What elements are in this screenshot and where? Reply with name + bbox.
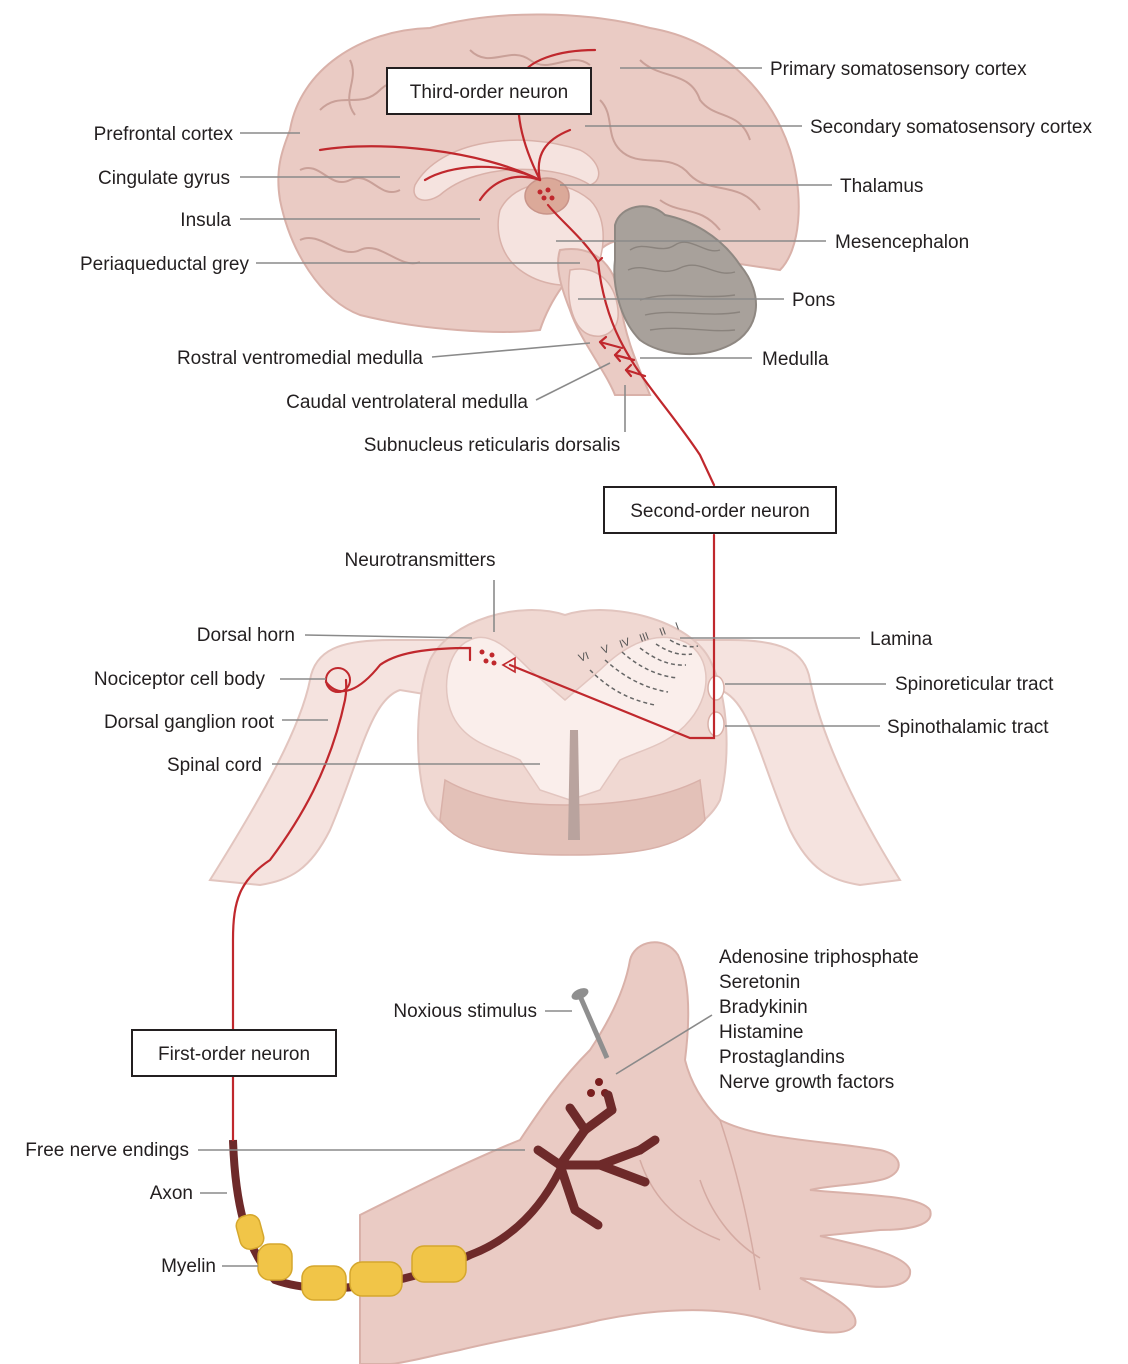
- second-order-neuron-label: Second-order neuron: [630, 501, 810, 522]
- label-prefrontal-cortex: Prefrontal cortex: [94, 124, 234, 145]
- label-pons: Pons: [792, 290, 835, 311]
- label-neurotransmitters: Neurotransmitters: [345, 550, 496, 571]
- nail: [570, 986, 607, 1058]
- mediator-item: Adenosine triphosphate: [719, 947, 919, 968]
- mediator-item: Prostaglandins: [719, 1047, 845, 1068]
- first-order-neuron-label: First-order neuron: [158, 1044, 310, 1065]
- spinoreticular-tract-oval: [708, 676, 724, 700]
- first-order-neuron-box: First-order neuron: [132, 1030, 336, 1076]
- label-mesencephalon: Mesencephalon: [835, 232, 969, 253]
- mediator-item: Bradykinin: [719, 997, 808, 1018]
- central-fissure: [568, 730, 580, 840]
- mediator-item: Seretonin: [719, 972, 800, 993]
- label-primary-somatosensory-cortex: Primary somatosensory cortex: [770, 59, 1027, 80]
- label-spinal-cord: Spinal cord: [167, 755, 262, 776]
- label-spinothalamic-tract: Spinothalamic tract: [887, 717, 1049, 738]
- label-dorsal-ganglion-root: Dorsal ganglion root: [104, 712, 275, 733]
- third-order-neuron-box: Third-order neuron: [387, 68, 591, 114]
- spinothalamic-tract-oval: [708, 712, 724, 736]
- label-spinoreticular-tract: Spinoreticular tract: [895, 674, 1054, 695]
- label-cingulate-gyrus: Cingulate gyrus: [98, 168, 230, 189]
- mediator-list: Adenosine triphosphate Seretonin Bradyki…: [719, 947, 919, 1093]
- label-noxious-stimulus: Noxious stimulus: [393, 1001, 537, 1022]
- spinal-cord-section: VI V IV III II I: [210, 610, 900, 885]
- label-axon: Axon: [150, 1183, 193, 1204]
- third-order-neuron-label: Third-order neuron: [410, 82, 568, 103]
- label-periaqueductal-grey: Periaqueductal grey: [80, 254, 249, 275]
- label-subnucleus-reticularis-dorsalis: Subnucleus reticularis dorsalis: [364, 435, 621, 456]
- label-lamina: Lamina: [870, 629, 933, 650]
- label-medulla: Medulla: [762, 349, 829, 370]
- label-myelin: Myelin: [161, 1256, 216, 1277]
- thalamus-shape: [525, 178, 569, 214]
- label-thalamus: Thalamus: [840, 176, 923, 197]
- label-caudal-ventrolateral-medulla: Caudal ventrolateral medulla: [286, 392, 528, 413]
- label-secondary-somatosensory-cortex: Secondary somatosensory cortex: [810, 117, 1092, 138]
- label-insula: Insula: [180, 210, 231, 231]
- label-nociceptor-cell-body: Nociceptor cell body: [94, 669, 266, 690]
- mediator-item: Histamine: [719, 1022, 803, 1043]
- label-free-nerve-endings: Free nerve endings: [25, 1140, 189, 1161]
- mediator-item: Nerve growth factors: [719, 1072, 894, 1093]
- second-order-neuron-box: Second-order neuron: [604, 487, 836, 533]
- label-rostral-ventromedial-medulla: Rostral ventromedial medulla: [177, 348, 423, 369]
- label-dorsal-horn: Dorsal horn: [197, 625, 295, 646]
